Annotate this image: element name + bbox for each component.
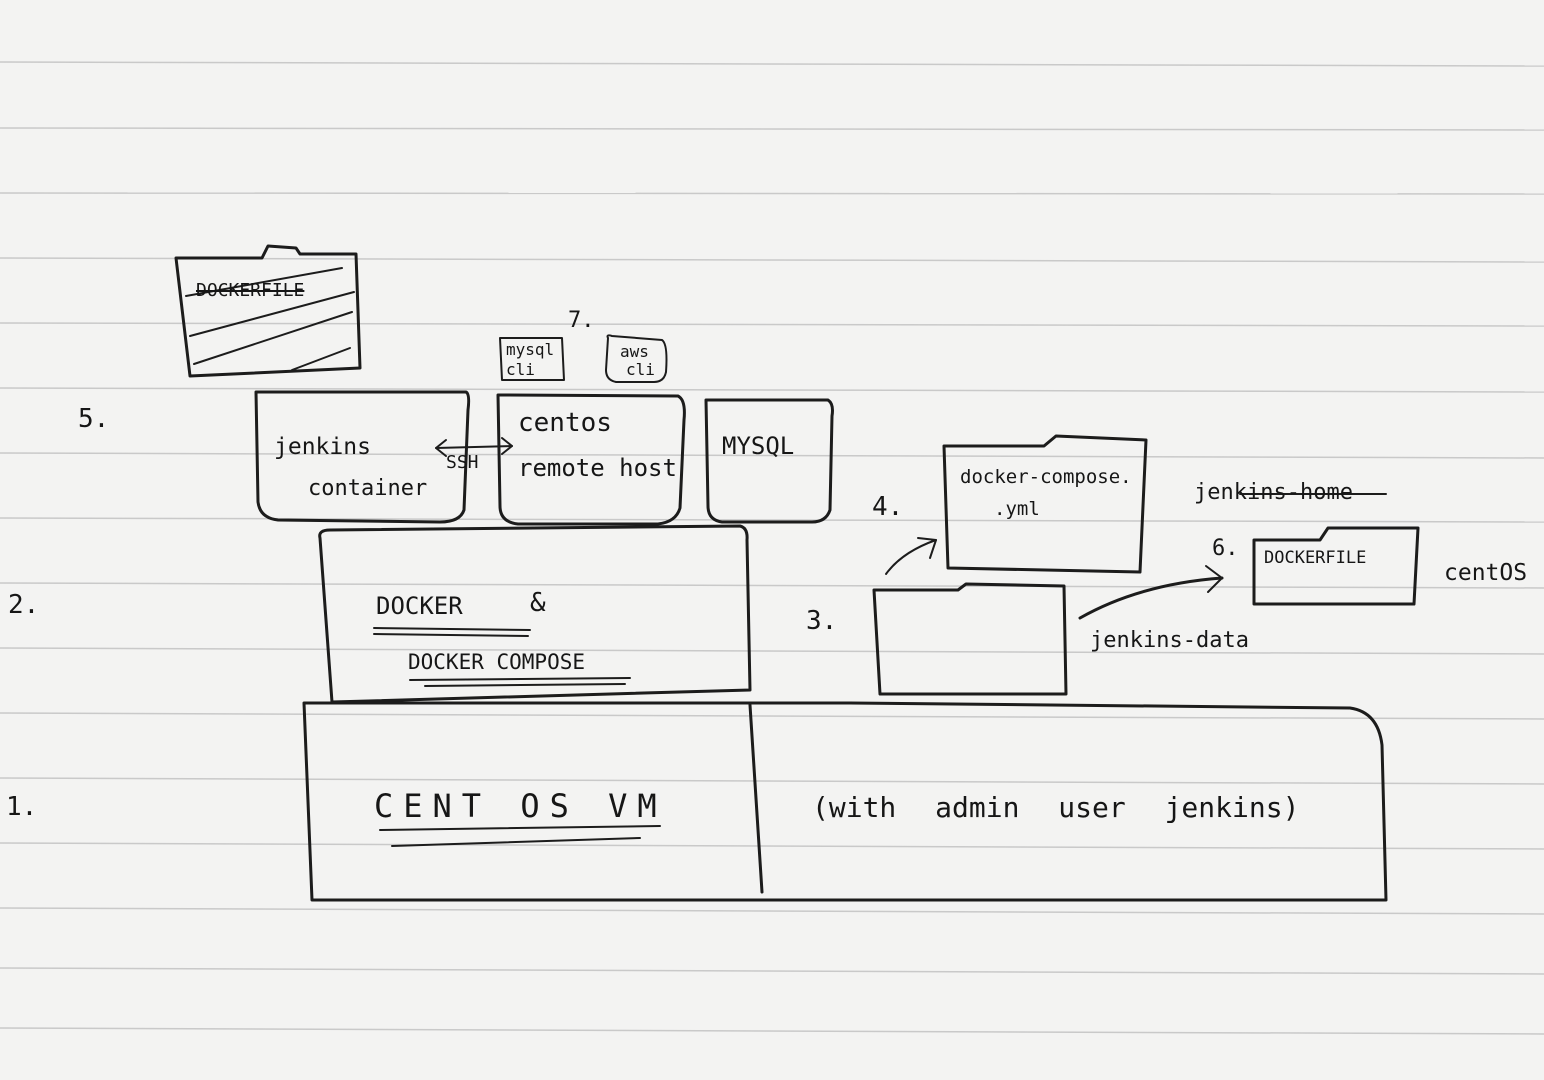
- jenkins-container-line1: jenkins: [274, 434, 371, 460]
- jenkins-home-label: jenkins-home: [1194, 480, 1353, 505]
- mysql-box: [704, 398, 834, 524]
- centos-remote-line2: remote host: [518, 454, 677, 482]
- step-number-6: 6.: [1212, 536, 1239, 561]
- centos-right-label: centOS: [1444, 560, 1528, 586]
- step-number-1: 1.: [6, 792, 38, 822]
- docker-ampersand: &: [530, 588, 546, 618]
- centos-vm-box: [302, 701, 1388, 902]
- vm-note: (with admin user jenkins): [812, 791, 1300, 824]
- compose-file-line1: docker-compose.: [960, 466, 1132, 488]
- compose-arrow: [885, 537, 937, 575]
- notebook-ruling: [0, 61, 1544, 1035]
- compose-file-folder: [942, 434, 1148, 574]
- step-number-4: 4.: [872, 492, 904, 522]
- step-number-2: 2.: [8, 590, 40, 620]
- jenkins-data-label: jenkins-data: [1090, 628, 1249, 653]
- aws-cli-line2: cli: [626, 360, 655, 379]
- mysql-cli-box: [499, 337, 565, 381]
- vm-label: CENT OS VM: [374, 787, 667, 825]
- dockerfile-top-label: DOCKERFILE: [196, 280, 305, 301]
- docker-compose-label: DOCKER COMPOSE: [408, 650, 586, 674]
- mysql-cli-line2: cli: [506, 360, 535, 379]
- jenkins-data-folder: [872, 582, 1068, 696]
- centos-remote-line1: centos: [518, 408, 612, 438]
- aws-cli-box: [605, 334, 668, 383]
- jenkins-container-line2: container: [308, 476, 428, 501]
- dockerfile-right-label: DOCKERFILE: [1264, 548, 1367, 568]
- dockerfile-right-folder: [1252, 526, 1420, 606]
- step-number-3: 3.: [806, 606, 838, 636]
- vm-underlines: [379, 825, 661, 847]
- docker-box: [318, 524, 752, 704]
- mysql-label: MYSQL: [722, 432, 795, 460]
- ssh-arrow: [435, 437, 513, 457]
- aws-cli-line1: aws: [620, 342, 649, 361]
- mysql-cli-line1: mysql: [506, 340, 555, 359]
- data-arrow: [1078, 565, 1224, 620]
- step-number-7: 7.: [568, 308, 595, 333]
- docker-label: DOCKER: [376, 592, 463, 620]
- ssh-label: SSH: [446, 452, 479, 473]
- compose-file-line2: .yml: [994, 498, 1040, 520]
- step-number-5: 5.: [78, 404, 110, 434]
- docker-underlines: [373, 627, 631, 687]
- centos-remote-box: [496, 393, 686, 526]
- dockerfile-top-folder: [174, 244, 362, 378]
- jenkins-container-box: [254, 390, 471, 524]
